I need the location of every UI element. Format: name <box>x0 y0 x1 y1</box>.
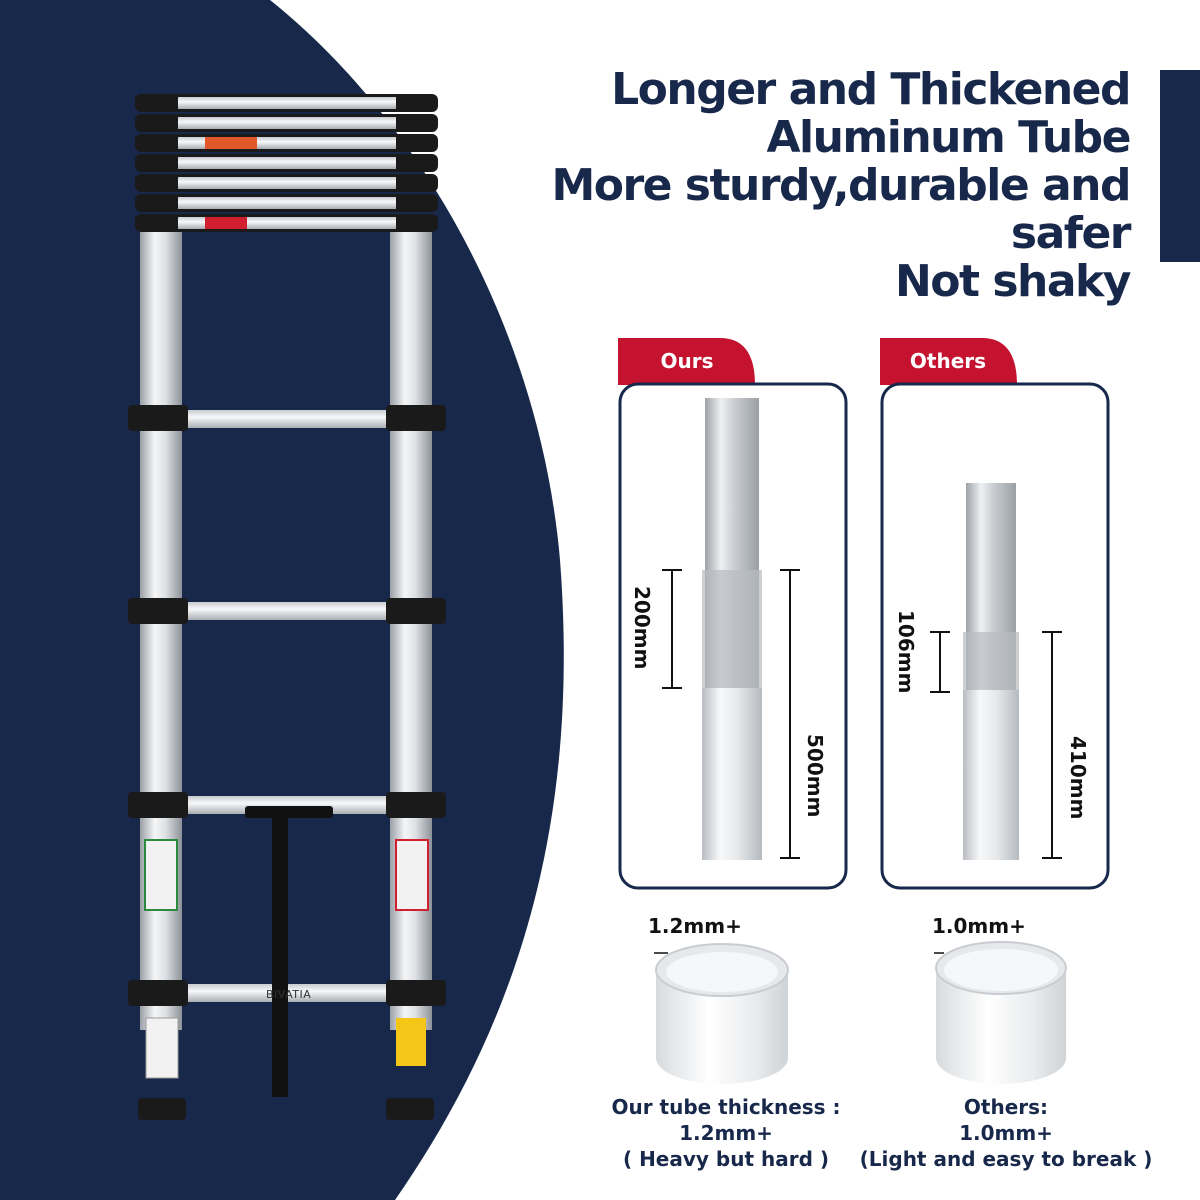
others-caption-line-2: 1.0mm+ <box>959 1121 1053 1145</box>
rung-3 <box>128 792 446 818</box>
ours-caption-line-2: 1.2mm+ <box>679 1121 773 1145</box>
others-tube-lower <box>963 690 1019 860</box>
ours-overlap-zone <box>702 570 762 688</box>
headline-line-2: Aluminum Tube <box>766 112 1131 163</box>
ours-tab <box>618 338 755 385</box>
others-overlap-zone <box>963 632 1019 690</box>
left-safety-sticker <box>144 839 178 911</box>
headline-line-1: Longer and Thickened <box>611 64 1131 115</box>
others-caption-line-1: Others: <box>963 1095 1049 1119</box>
ours-thickness-label: 1.2mm+ <box>648 914 742 938</box>
others-total-dimension <box>1042 631 1062 859</box>
others-tab-label: Others <box>909 349 987 373</box>
ours-caption-line-3: ( Heavy but hard ) <box>622 1147 830 1171</box>
rung-1 <box>128 405 446 431</box>
left-lower-sticker <box>145 1017 179 1079</box>
others-overlap-dimension <box>930 631 950 693</box>
ours-total-label: 500mm <box>803 734 827 818</box>
headline-line-3: More sturdy,durable and safer <box>551 160 1131 259</box>
others-overlap-label: 106mm <box>894 610 918 694</box>
others-ring <box>934 941 1067 1084</box>
others-thickness-label: 1.0mm+ <box>932 914 1026 938</box>
accent-side-bar <box>1160 70 1200 262</box>
ours-total-dimension <box>780 569 800 859</box>
others-panel <box>880 338 1110 890</box>
yellow-warning-sticker <box>396 1018 426 1066</box>
others-caption-line-3: (Light and easy to break ) <box>859 1147 1153 1171</box>
collapsed-rungs <box>135 94 438 232</box>
right-foot <box>386 1098 434 1120</box>
others-tab <box>880 338 1017 385</box>
right-safety-sticker <box>395 839 429 911</box>
rung-2 <box>128 598 446 624</box>
headline: Longer and Thickened Aluminum Tube More … <box>430 64 1132 307</box>
ours-frame <box>618 382 848 890</box>
safety-strap <box>272 812 288 1097</box>
others-caption: Others: 1.0mm+ (Light and easy to break … <box>856 1094 1156 1172</box>
headline-line-4: Not shaky <box>894 256 1132 307</box>
ours-caption: Our tube thickness : 1.2mm+ ( Heavy but … <box>596 1094 856 1172</box>
others-frame <box>880 382 1110 890</box>
left-foot <box>138 1098 186 1120</box>
ours-caption-line-1: Our tube thickness : <box>611 1095 841 1119</box>
ours-tube-lower <box>702 688 762 860</box>
ladder-brand-label: BIVATIA <box>266 988 312 1001</box>
ours-panel <box>618 338 848 890</box>
others-total-label: 410mm <box>1066 736 1090 820</box>
ours-tab-label: Ours <box>660 349 714 373</box>
ours-overlap-dimension <box>662 569 682 689</box>
ours-overlap-label: 200mm <box>630 586 654 670</box>
ours-ring <box>654 943 789 1084</box>
